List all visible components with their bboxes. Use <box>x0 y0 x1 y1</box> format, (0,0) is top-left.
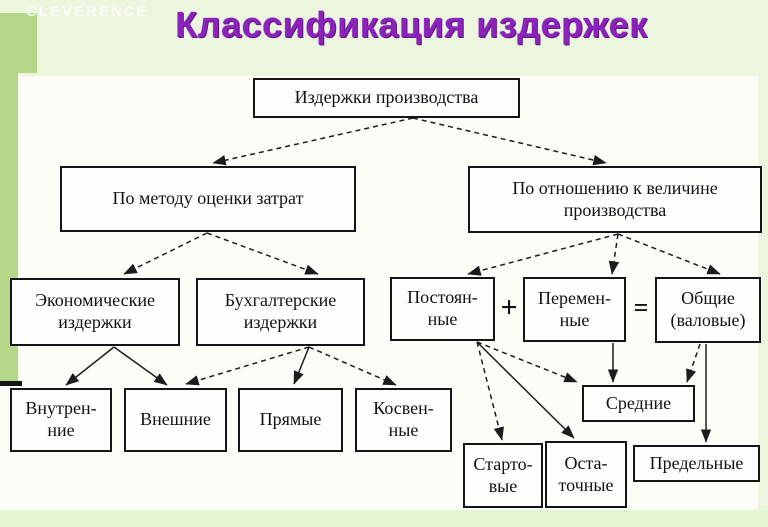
node-starting-costs: Старто- вые <box>463 443 543 508</box>
watermark: CLEVERENCE <box>26 3 149 20</box>
node-by-relation-to-volume: По отношению к величине производства <box>468 166 762 233</box>
equals-operator: = <box>633 293 649 322</box>
node-marginal-costs: Предельные <box>633 445 760 482</box>
plus-operator: + <box>500 291 518 324</box>
node-economic-costs: Экономические издержки <box>10 278 180 346</box>
node-external-costs: Внешние <box>124 388 227 452</box>
bottom-band <box>0 510 768 527</box>
node-fixed-costs: Постоян- ные <box>390 277 495 341</box>
node-by-valuation-method: По методу оценки затрат <box>60 166 356 232</box>
node-direct-costs: Прямые <box>238 388 343 452</box>
node-accounting-costs: Бухгалтерские издержки <box>196 278 365 346</box>
node-indirect-costs: Косвен- ные <box>355 388 452 452</box>
node-variable-costs: Перемен- ные <box>523 277 626 342</box>
node-residual-costs: Оста- точные <box>545 441 627 508</box>
left-edge-tick <box>0 381 22 386</box>
accent-strip-top <box>0 13 37 73</box>
slide-title: Классификация издержек <box>175 4 648 45</box>
node-average-costs: Средние <box>582 385 695 422</box>
node-internal-costs: Внутрен- ние <box>10 388 112 452</box>
node-production-costs: Издержки производства <box>253 78 520 118</box>
node-total-gross-costs: Общие (валовые) <box>655 277 761 343</box>
